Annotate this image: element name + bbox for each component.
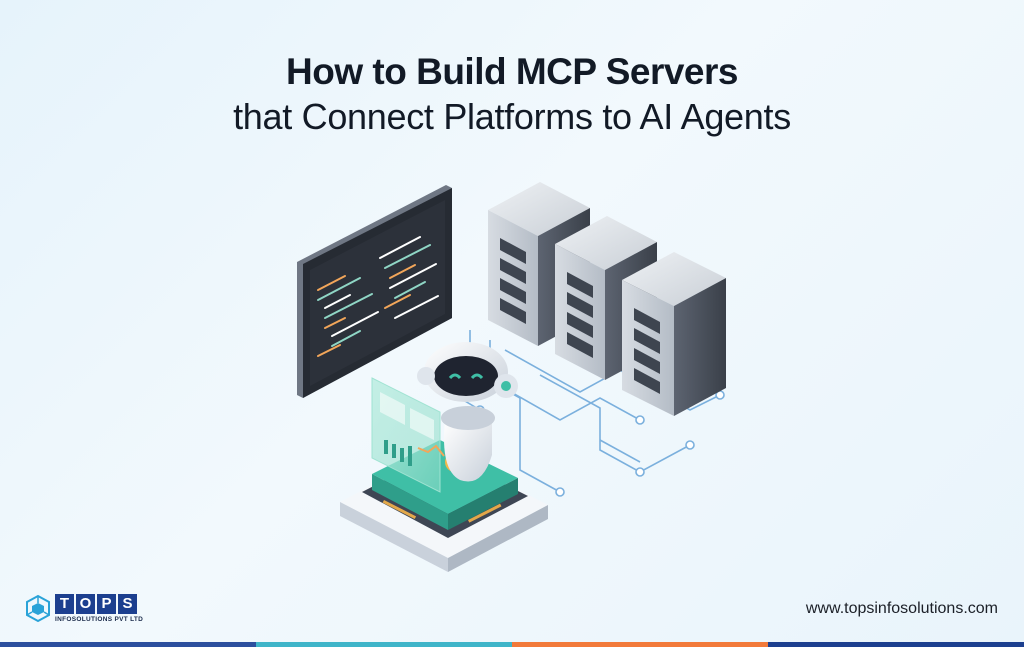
- page-title: How to Build MCP Servers that Connect Pl…: [0, 50, 1024, 140]
- logo-wordmark: T O P S: [55, 594, 137, 614]
- website-url[interactable]: www.topsinfosolutions.com: [805, 600, 998, 617]
- robot-ai-agent: [417, 342, 518, 482]
- company-logo[interactable]: T O P S INFOSOLUTIONS PVT LTD: [24, 592, 144, 632]
- code-monitor: [297, 185, 452, 398]
- server-rack: [622, 252, 726, 416]
- bottom-bar-segment: [512, 642, 768, 647]
- logo-letter: S: [118, 594, 137, 614]
- logo-subtitle: INFOSOLUTIONS PVT LTD: [55, 616, 144, 623]
- logo-letter: O: [76, 594, 95, 614]
- title-line-2: that Connect Platforms to AI Agents: [233, 96, 791, 137]
- cube-network-icon: [26, 594, 50, 623]
- logo-letter: T: [55, 594, 74, 614]
- bottom-color-bar: [0, 642, 1024, 647]
- title-line-1: How to Build MCP Servers: [286, 51, 738, 92]
- bottom-bar-segment: [256, 642, 512, 647]
- bottom-bar-segment: [768, 642, 1024, 647]
- pedestal-platform: [340, 440, 548, 572]
- logo-letter: P: [97, 594, 116, 614]
- bottom-bar-segment: [0, 642, 256, 647]
